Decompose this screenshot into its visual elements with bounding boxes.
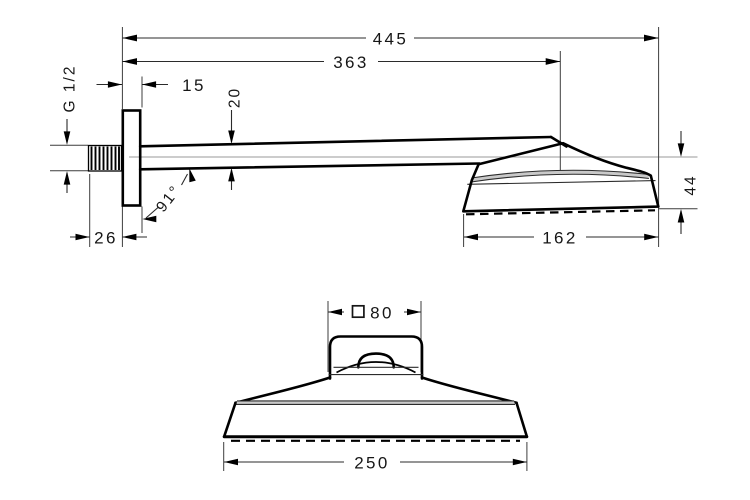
arrowhead-left xyxy=(464,233,478,241)
front-rim-shade xyxy=(236,400,515,405)
arrowhead-right xyxy=(75,233,90,241)
arrowhead-down xyxy=(228,130,235,144)
arrowhead-right xyxy=(545,58,561,65)
dim-445-label: 445 xyxy=(373,29,409,48)
arrowhead-up xyxy=(63,171,71,185)
dim-15-label: 15 xyxy=(182,76,206,95)
thread-label: G 1/2 xyxy=(62,65,79,113)
square-symbol xyxy=(351,304,365,319)
dim-162-label: 162 xyxy=(542,228,578,247)
arrowhead-up xyxy=(228,167,235,182)
dim-angle-91: 91° xyxy=(142,168,196,223)
dim-20-label: 20 xyxy=(227,87,244,108)
dim-80-label: 80 xyxy=(370,303,394,322)
arrowhead-left xyxy=(122,233,137,241)
arrowhead-left xyxy=(224,458,238,466)
dim-26-label: 26 xyxy=(94,228,118,247)
dim-250-label: 250 xyxy=(354,453,390,472)
arrowhead-right xyxy=(644,34,659,42)
wall-bracket-front xyxy=(328,335,424,380)
arrowhead-up xyxy=(677,209,685,223)
angle-label: 91° xyxy=(153,182,185,216)
dim-head-width-162: 162 xyxy=(463,214,659,247)
shower-head-side xyxy=(462,141,660,216)
thread-hatching xyxy=(90,146,120,170)
dim-escutcheon-15: 15 xyxy=(96,76,206,95)
arrowhead-left xyxy=(142,215,157,223)
dim-to-center-363: 363 xyxy=(122,53,561,72)
joint-dome xyxy=(357,352,395,369)
extension-lines-side xyxy=(50,27,698,247)
front-view: 80 250 xyxy=(222,301,529,472)
shower-arm xyxy=(138,135,568,171)
spray-face-nozzles-side xyxy=(465,209,656,216)
dim-thread-g12: G 1/2 xyxy=(62,65,79,193)
dim-44-label: 44 xyxy=(683,174,700,195)
arrowhead-right xyxy=(142,81,157,88)
arrowhead-down xyxy=(677,143,685,157)
arrowhead-left xyxy=(122,58,137,65)
threaded-connector xyxy=(87,144,123,172)
side-view: 445 363 15 20 G 1/2 xyxy=(50,27,700,247)
extension-lines-front xyxy=(223,301,528,471)
dim-arm-20: 20 xyxy=(227,87,244,190)
shower-head-front xyxy=(222,376,529,442)
arrowhead-left xyxy=(122,34,137,42)
swivel-joint-front xyxy=(328,352,424,376)
head-side-outline xyxy=(462,141,660,213)
arrowhead-right xyxy=(407,308,421,316)
arrowhead-left xyxy=(328,308,342,316)
dim-363-label: 363 xyxy=(333,53,369,72)
arrowhead-right xyxy=(644,233,659,241)
arrowhead-left xyxy=(107,81,122,88)
dim-wall-26: 26 xyxy=(70,228,147,247)
dim-overall-445: 445 xyxy=(122,29,659,48)
arrowhead-down xyxy=(63,131,71,145)
dim-bracket-80: 80 xyxy=(328,303,421,322)
arrowhead-up xyxy=(189,168,196,183)
dim-face-250: 250 xyxy=(224,453,527,472)
wall-escutcheon xyxy=(121,109,142,207)
dim-head-height-44: 44 xyxy=(677,131,700,234)
arrowhead-right xyxy=(512,458,527,466)
